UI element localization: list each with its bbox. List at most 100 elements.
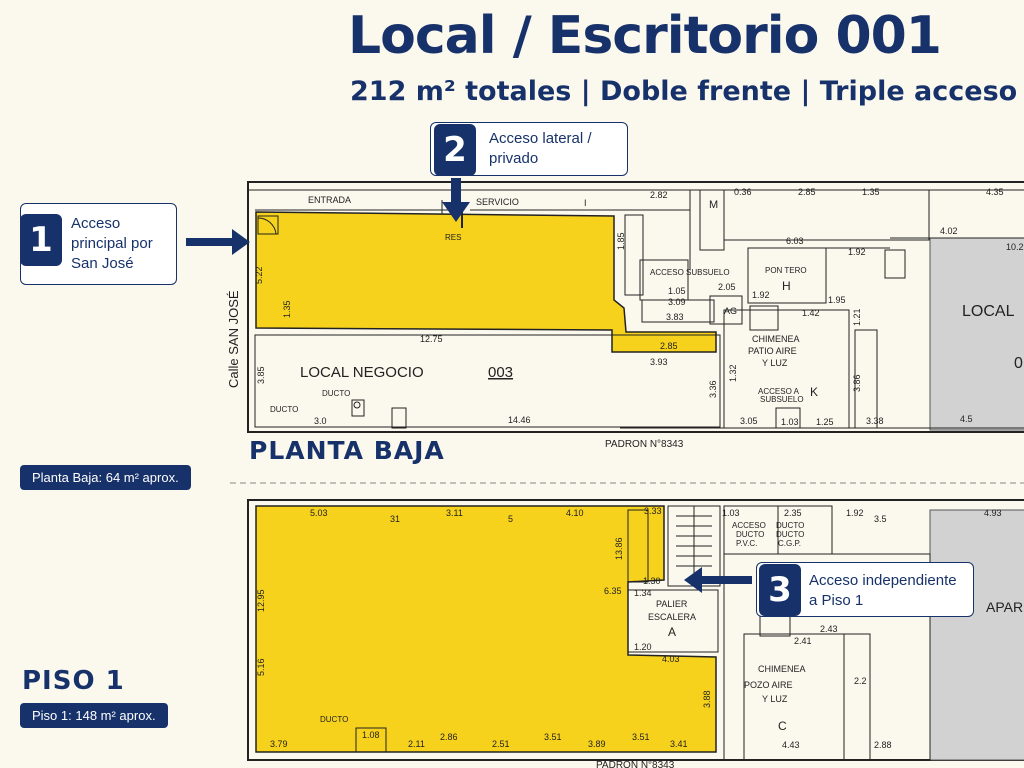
plan-baja-text: ENTRADA SERVICIO I M RES LOCAL NEGOCIO 0…	[226, 187, 1024, 450]
dimension-label: 3.36	[708, 380, 718, 398]
heading-planta-baja: PLANTA BAJA	[249, 436, 445, 465]
dimension-label: 10.2	[1006, 242, 1024, 252]
access-arrows	[186, 178, 752, 593]
label-chimenea-1: CHIMENEA	[752, 334, 800, 344]
highlight-planta-baja	[255, 211, 717, 353]
label-c: C	[778, 719, 787, 733]
label-acceso-ducto-1: ACCESO	[732, 521, 766, 530]
badge-piso1-area: Piso 1: 148 m² aprox.	[20, 703, 168, 728]
label-acceso-ducto-2: DUCTO	[736, 530, 764, 539]
label-apar: APAR	[986, 599, 1023, 615]
dimension-label: 1.08	[362, 730, 380, 740]
dimension-label: 14.46	[508, 415, 531, 425]
dimension-label: 3.86	[852, 374, 862, 392]
dimension-label: 3.83	[666, 312, 684, 322]
dimension-label: 4.93	[984, 508, 1002, 518]
dimension-label: 3.79	[270, 739, 288, 749]
arrow-acceso-1	[186, 229, 250, 255]
page-subtitle: 212 m² totales | Doble frente | Triple a…	[350, 76, 1018, 107]
plan-planta-baja	[247, 181, 1024, 433]
label-k: K	[810, 385, 818, 399]
dimension-label: 3.89	[588, 739, 606, 749]
badge-planta-baja-area: Planta Baja: 64 m² aprox.	[20, 465, 191, 490]
dimension-label: 1.92	[846, 508, 864, 518]
dimension-label: 2.85	[660, 341, 678, 351]
dimension-label: 1.35	[862, 187, 880, 197]
dimension-label: 3.38	[866, 416, 884, 426]
dimension-label: 1.32	[728, 364, 738, 382]
dimension-label: 3.09	[668, 297, 686, 307]
label-acceso-a-1: ACCESO A	[758, 387, 800, 396]
dimension-label: 0.36	[734, 187, 752, 197]
dimension-label: 2.88	[874, 740, 892, 750]
dimension-label: 4.10	[566, 508, 584, 518]
plan-piso1-text: PALIER ESCALERA A ACCESO DUCTO P.V.C. DU…	[256, 506, 1023, 768]
label-chimenea-p1-2: POZO AIRE	[744, 680, 793, 690]
label-chimenea-3: Y LUZ	[762, 358, 788, 368]
label-a: A	[668, 625, 676, 639]
label-chimenea-2: PATIO AIRE	[748, 346, 797, 356]
dimension-label: 4.5	[960, 414, 973, 424]
dimension-label: 1.92	[848, 247, 866, 257]
dimension-label: 3.41	[670, 739, 688, 749]
arrow-acceso-3	[684, 567, 752, 593]
grey-local-area	[929, 237, 1024, 431]
callout-acceso-lateral: 2 Acceso lateral / privado	[430, 122, 628, 176]
label-i: I	[584, 198, 587, 208]
dimension-label: 2.51	[492, 739, 510, 749]
local-negocio-003-room	[254, 334, 721, 428]
callout-acceso-principal: 1 Acceso principal por San José	[20, 203, 177, 285]
label-local-right: LOCAL	[962, 303, 1015, 320]
label-acceso-ducto-3: P.V.C.	[736, 539, 757, 548]
dimension-label: 1.20	[634, 642, 652, 652]
dimension-label: 5.16	[256, 658, 266, 676]
plan-piso-1	[247, 499, 1024, 761]
dimension-label: 1.85	[616, 232, 626, 250]
dimension-label: 3.93	[650, 357, 668, 367]
plan-baja-outline	[247, 181, 1024, 433]
label-chimenea-p1-3: Y LUZ	[762, 694, 788, 704]
dimension-label: 31	[390, 514, 400, 524]
label-ducto: DUCTO	[270, 405, 298, 414]
dimension-label: 2.85	[798, 187, 816, 197]
dimension-label: 2.11	[408, 739, 425, 749]
plan-piso1-outline	[247, 499, 1024, 761]
dimension-label: 12.75	[420, 334, 443, 344]
callout-1-number: 1	[20, 214, 62, 266]
dimension-label: 4.35	[986, 187, 1004, 197]
dimension-label: 1.21	[852, 308, 862, 326]
label-servicio: SERVICIO	[476, 197, 519, 207]
dimension-label: 13.86	[614, 537, 624, 560]
dimension-label: 4.02	[940, 226, 958, 236]
dimension-label: 5.22	[254, 266, 264, 284]
callout-3-text: Acceso independiente a Piso 1	[809, 572, 957, 609]
callout-1-text: Acceso principal por San José	[71, 215, 153, 272]
dimension-label: 1.34	[634, 588, 652, 598]
label-res: RES	[445, 233, 461, 242]
callout-acceso-piso1: 3 Acceso independiente a Piso 1	[756, 562, 974, 617]
dimension-label: 2.86	[440, 732, 458, 742]
label-padron-piso1: PADRON N°8343	[596, 760, 675, 768]
label-acceso-a-2: SUBSUELO	[760, 395, 804, 404]
dimension-label: 3.33	[644, 506, 662, 516]
label-local-right-num: 0	[1014, 355, 1023, 372]
dimension-label: 6.03	[786, 236, 804, 246]
dimension-label: 2.05	[718, 282, 736, 292]
label-m: M	[709, 199, 718, 211]
dimension-label: 2.41	[794, 636, 812, 646]
dimension-label: 3.05	[740, 416, 758, 426]
dimension-label: 2.43	[820, 624, 838, 634]
dimension-label: 6.35	[604, 586, 622, 596]
callout-3-number: 3	[759, 564, 801, 616]
label-ducto-cgp-2: DUCTO	[776, 530, 804, 539]
label-ducto-p1: DUCTO	[320, 715, 348, 724]
dimension-label: 1.03	[781, 417, 799, 427]
label-local-negocio: LOCAL NEGOCIO	[300, 364, 424, 381]
dimension-label: 2.35	[784, 508, 802, 518]
label-palier-2: ESCALERA	[648, 612, 696, 622]
dimension-label: 3.51	[544, 732, 562, 742]
grey-apar-area	[929, 509, 1024, 761]
label-palier-1: PALIER	[656, 599, 688, 609]
label-portero: PON TERO	[765, 266, 807, 275]
arrow-acceso-2	[442, 178, 470, 222]
